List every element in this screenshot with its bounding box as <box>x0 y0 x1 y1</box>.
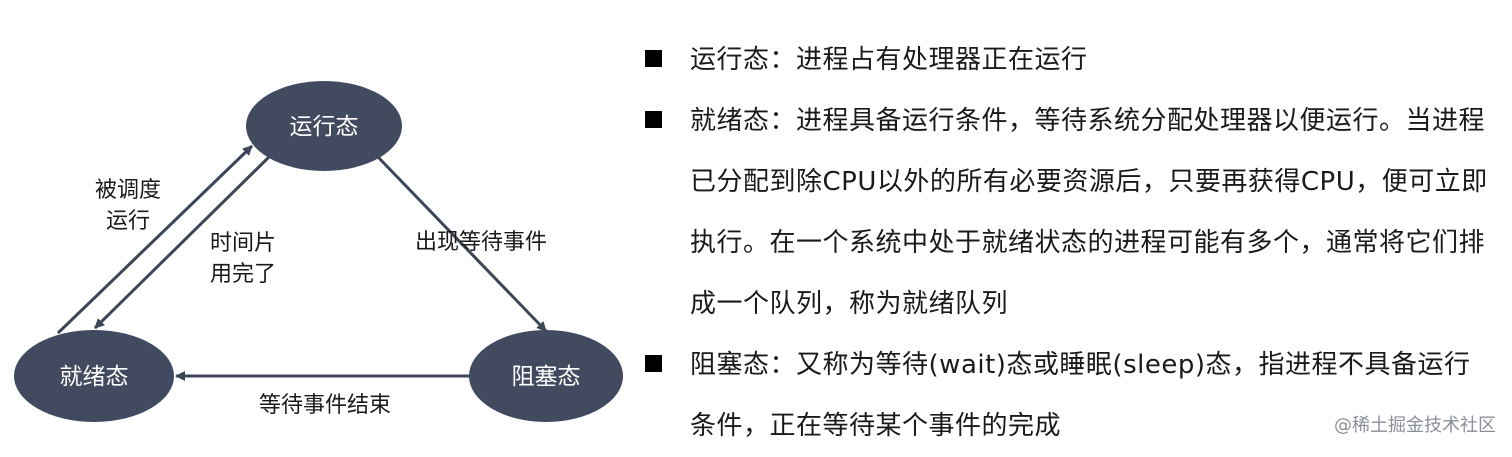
arrow-running-to-ready <box>93 154 272 330</box>
square-bullet-icon <box>645 50 662 67</box>
definition-separator: ： <box>769 106 797 136</box>
edge-label-wait-event: 出现等待事件 <box>415 230 547 255</box>
definition-term: 运行态 <box>690 45 770 75</box>
definition-ready: 就绪态：进程具备运行条件，等待系统分配处理器以便运行。当进程已分配到除CPU以外… <box>640 91 1490 335</box>
definition-term: 就绪态 <box>690 106 770 136</box>
node-running: 运行态 <box>246 81 402 171</box>
edge-label-wait-end: 等待事件结束 <box>259 393 391 418</box>
node-blocked: 阻塞态 <box>469 330 623 422</box>
definition-text: 进程具备运行条件，等待系统分配处理器以便运行。当进程已分配到除CPU以外的所有必… <box>690 106 1488 319</box>
node-ready: 就绪态 <box>14 330 174 422</box>
definition-separator: ： <box>769 350 797 380</box>
square-bullet-icon <box>645 111 662 128</box>
definition-blocked: 阻塞态：又称为等待(wait)态或睡眠(sleep)态，指进程不具备运行条件，正… <box>640 335 1490 457</box>
arrow-running-to-blocked <box>376 155 548 333</box>
edge-label-scheduled-line1: 被调度 <box>95 178 161 203</box>
definition-term: 阻塞态 <box>690 350 770 380</box>
node-ready-label: 就绪态 <box>60 364 129 390</box>
watermark: @稀土掘金技术社区 <box>1334 415 1496 436</box>
process-state-diagram: 运行态 就绪态 阻塞态 被调度 运行 时间片 用完了 出现等待事件 等待事件结束 <box>14 81 623 422</box>
state-definitions: 运行态：进程占有处理器正在运行 就绪态：进程具备运行条件，等待系统分配处理器以便… <box>640 30 1490 457</box>
node-blocked-label: 阻塞态 <box>512 364 581 390</box>
definition-running: 运行态：进程占有处理器正在运行 <box>640 30 1490 91</box>
edge-label-timeslice-line2: 用完了 <box>210 262 276 287</box>
node-running-label: 运行态 <box>290 114 359 140</box>
definition-text: 进程占有处理器正在运行 <box>796 45 1088 75</box>
definition-text: 又称为等待(wait)态或睡眠(sleep)态，指进程不具备运行条件，正在等待某… <box>690 350 1471 441</box>
definition-separator: ： <box>769 45 797 75</box>
arrow-ready-to-running <box>56 144 254 335</box>
square-bullet-icon <box>645 355 662 372</box>
edge-label-scheduled-line2: 运行 <box>106 209 150 234</box>
edge-label-timeslice-line1: 时间片 <box>210 231 276 256</box>
